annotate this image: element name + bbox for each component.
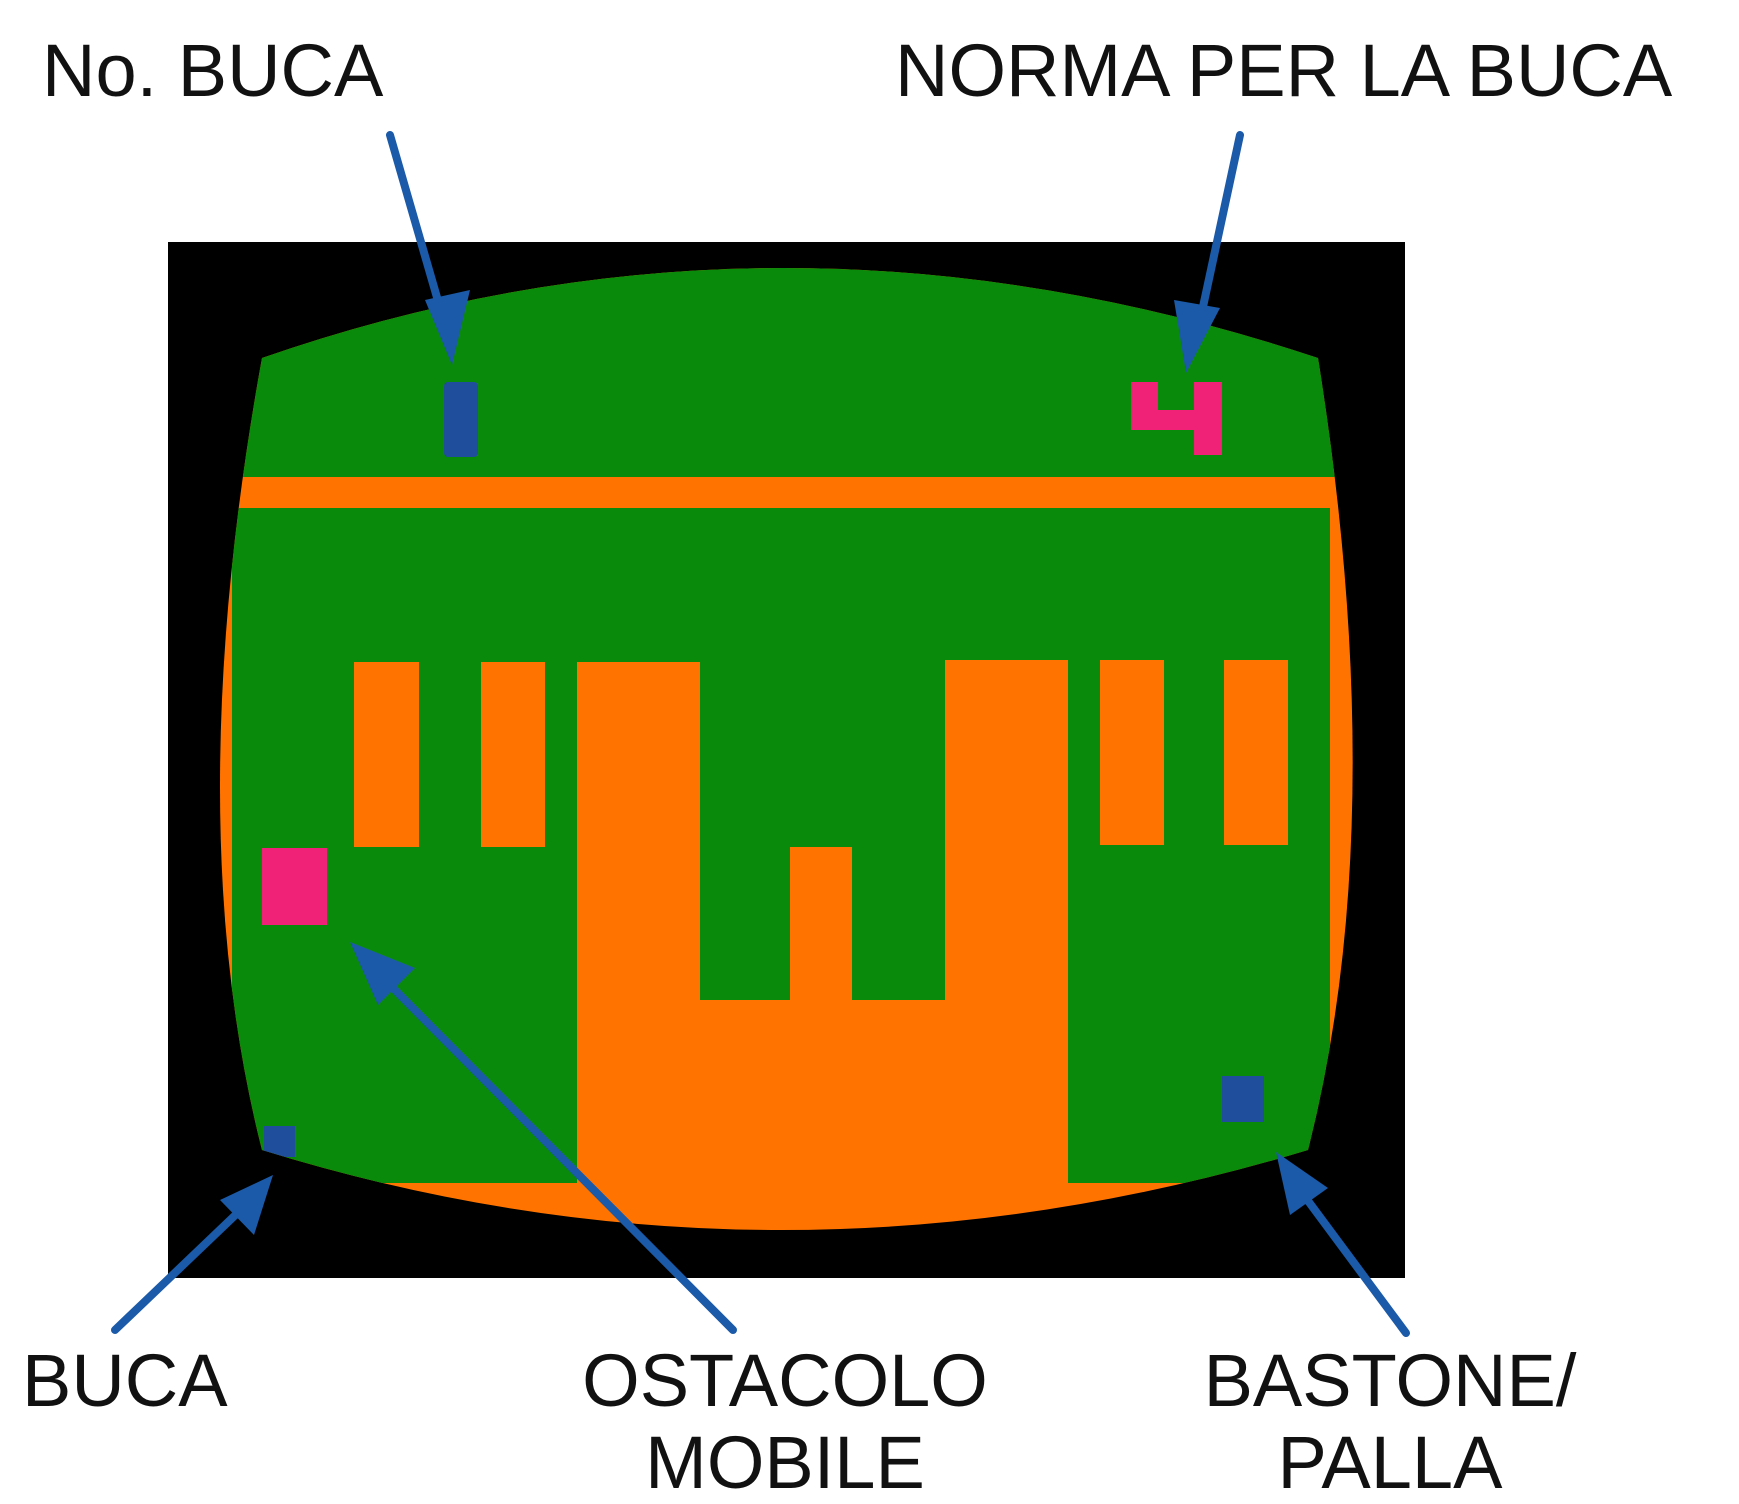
par-callout: NORMA PER LA BUCA bbox=[895, 29, 1673, 112]
hole-callout: BUCA bbox=[22, 1339, 228, 1422]
hole-number-digit bbox=[444, 382, 478, 457]
club-ball-arrowhead bbox=[1276, 1152, 1328, 1215]
club-ball-arrow bbox=[1296, 1186, 1410, 1337]
hole-marker bbox=[264, 1126, 295, 1157]
par-digit bbox=[1131, 382, 1222, 455]
club-ball-callout: BASTONE/ PALLA bbox=[1180, 1340, 1600, 1504]
hole-arrowhead bbox=[220, 1175, 273, 1235]
hole-number-arrowhead bbox=[425, 290, 470, 365]
club-ball-callout-line1: BASTONE/ bbox=[1203, 1339, 1577, 1422]
callout-arrows bbox=[111, 131, 1410, 1337]
par-arrowhead bbox=[1174, 300, 1220, 373]
obstacle-bar-3 bbox=[1100, 660, 1164, 845]
hole-number-callout: No. BUCA bbox=[42, 29, 384, 112]
obstacle-bar-1 bbox=[354, 662, 419, 847]
obstacle-bar-2 bbox=[481, 662, 545, 847]
moving-obstacle bbox=[262, 848, 327, 925]
central-obstacle-block bbox=[577, 660, 1068, 1183]
obstacle-bar-4 bbox=[1224, 660, 1288, 845]
moving-obstacle-arrowhead bbox=[350, 942, 415, 1005]
moving-obstacle-callout-line1: OSTACOLO bbox=[582, 1339, 988, 1422]
crt-screen bbox=[220, 268, 1353, 1230]
hole-arrow bbox=[111, 1199, 252, 1334]
moving-obstacle-arrow bbox=[376, 971, 737, 1334]
club-ball bbox=[1222, 1076, 1264, 1122]
par-arrow bbox=[1194, 131, 1244, 334]
